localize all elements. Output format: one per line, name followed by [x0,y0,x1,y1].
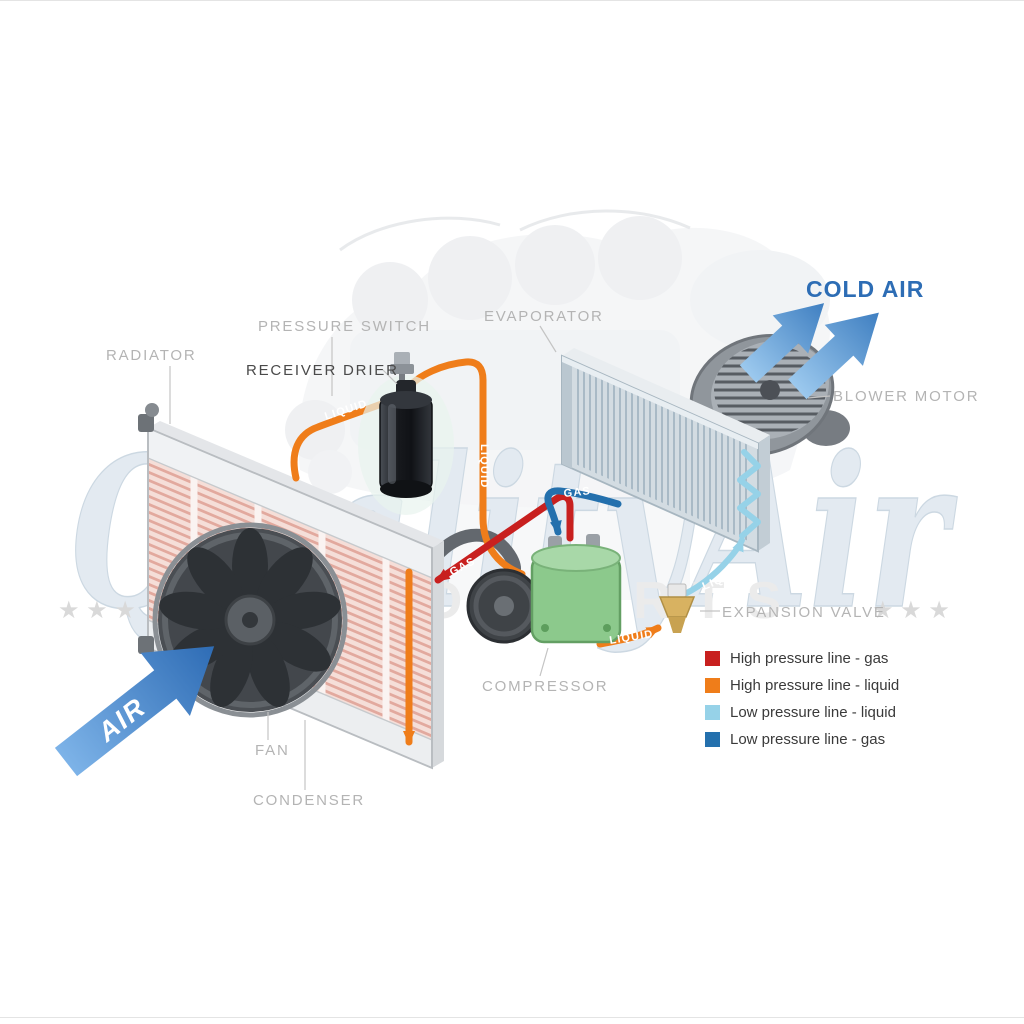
receiver-drier-illustration [358,352,454,515]
label-receiver-drier: RECEIVER DRIER [246,362,399,379]
legend-item-low-gas: Low pressure line - gas [705,731,899,748]
cold-air-arrow-1 [739,303,825,383]
condenser-bracket-top [138,414,154,432]
label-fan: FAN [255,742,290,759]
condenser-bracket-bottom [138,636,154,654]
label-cold-air: COLD AIR [806,276,925,302]
condenser-top-face [148,421,444,548]
bottom-border-line [0,1017,1024,1018]
legend-label-low-liquid: Low pressure line - liquid [730,704,896,721]
label-compressor: COMPRESSOR [482,678,609,695]
line-low-liquid-valve-to-evaporator [675,537,745,600]
watermark-stars-right: ★ ★ ★ [872,597,950,624]
legend-swatch-low-gas [705,732,720,747]
legend-label-high-gas: High pressure line - gas [730,650,889,667]
label-evaporator: EVAPORATOR [484,308,604,325]
blower-hub [760,380,780,400]
evaporator-fins [577,368,747,541]
evaporator-top-face [562,348,770,443]
label-blower-motor: BLOWER MOTOR [833,388,980,405]
flow-label-gas-suction: GAS [563,485,592,500]
watermark-stars-left: ★ ★ ★ [58,597,136,624]
pressure-switch-part [394,352,410,366]
label-radiator: RADIATOR [106,347,197,364]
legend-item-high-gas: High pressure line - gas [705,650,899,667]
line-low-gas-evaporator-to-compressor [544,487,622,536]
legend-label-high-liquid: High pressure line - liquid [730,677,900,694]
expansion-valve-illustration [658,583,696,633]
legend-item-high-liquid: High pressure line - liquid [705,677,899,694]
label-leader-lines [169,325,831,790]
label-pressure-switch: PRESSURE SWITCH [258,318,431,335]
compressor-illustration [466,534,622,644]
legend-label-low-gas: Low pressure line - gas [730,731,886,748]
label-expansion-valve: EXPANSION VALVE [722,604,886,621]
condenser-side-face [432,541,444,768]
legend-swatch-low-liquid [705,705,720,720]
cold-air-arrow-2 [788,312,879,400]
evaporator-coil [737,449,761,539]
top-border-line [0,0,1024,1]
receiver-drier-body [379,397,433,491]
line-high-gas-compressor-to-condenser [434,493,574,584]
legend-swatch-high-gas [705,651,720,666]
evaporator-illustration [561,348,770,553]
legend-swatch-high-liquid [705,678,720,693]
legend-item-low-liquid: Low pressure line - liquid [705,704,899,721]
radiator-hose [429,528,521,579]
condenser-inlet-fitting [145,403,159,417]
flow-label-liquid-down: LIQUID [478,444,490,488]
legend: High pressure line - gas High pressure l… [705,650,899,748]
label-condenser: CONDENSER [253,792,366,809]
